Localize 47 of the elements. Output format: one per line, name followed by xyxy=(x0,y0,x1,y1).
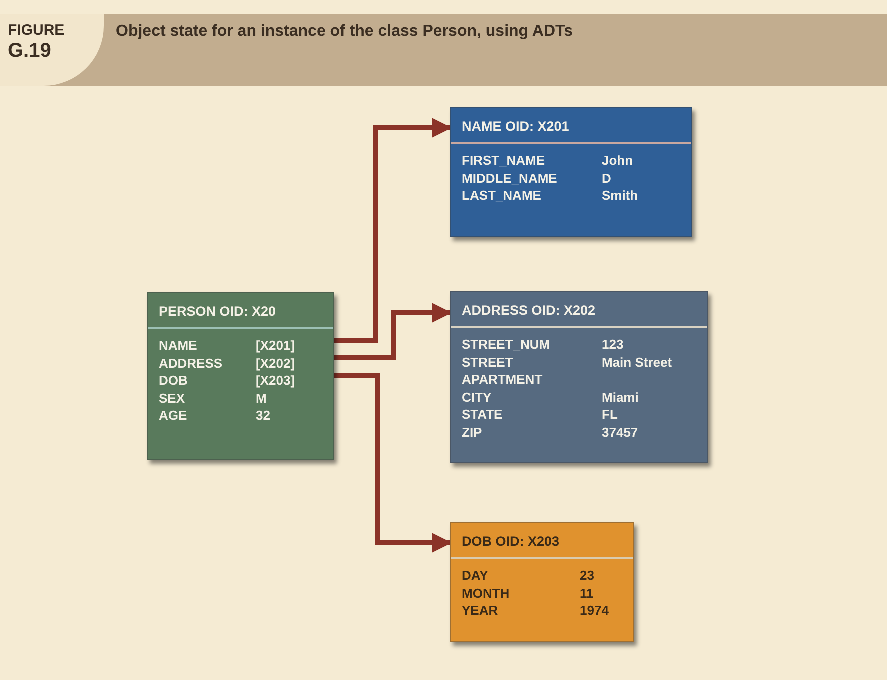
attribute-name: LAST_NAME xyxy=(462,187,542,205)
attribute-name: CITY xyxy=(462,388,493,406)
attribute-value: 23 xyxy=(580,567,594,585)
arrow xyxy=(334,374,452,553)
attribute-value: [X203] xyxy=(256,372,296,390)
attribute-value: John xyxy=(602,152,634,170)
attribute-value: M xyxy=(256,390,267,408)
attribute-value: 11 xyxy=(580,584,594,602)
attribute-name: SEX xyxy=(159,390,186,408)
attribute-name: FIRST_NAME xyxy=(462,152,546,170)
attribute-name: ADDRESS xyxy=(159,354,224,372)
attribute-value: 32 xyxy=(256,407,270,425)
arrow xyxy=(334,303,452,360)
box-header: ADDRESS OID: X202 xyxy=(461,302,597,320)
attribute-name: YEAR xyxy=(462,602,500,620)
attribute-value: D xyxy=(602,170,612,188)
attribute-name: MONTH xyxy=(462,584,511,602)
box-header: PERSON OID: X20 xyxy=(158,303,278,321)
attribute-name: APARTMENT xyxy=(462,371,544,389)
attribute-value: [X201] xyxy=(256,337,296,355)
attribute-value: FL xyxy=(602,406,618,424)
figure-label: FIGURE xyxy=(8,21,65,41)
attribute-name: DAY xyxy=(462,567,490,585)
figure-number: G.19 xyxy=(8,39,52,64)
attribute-value: Main Street xyxy=(602,354,672,372)
box-header: DOB OID: X203 xyxy=(461,533,561,551)
attribute-name: ZIP xyxy=(462,424,484,442)
box-header: NAME OID: X201 xyxy=(461,118,570,136)
attribute-name: STREET_NUM xyxy=(462,336,552,354)
object-box xyxy=(147,292,334,460)
figure-title: Object state for an instance of the class Person, using ADTs xyxy=(116,22,573,42)
arrow xyxy=(334,118,452,344)
attribute-name: STATE xyxy=(462,406,504,424)
attribute-name: NAME xyxy=(159,337,198,355)
attribute-name: STREET xyxy=(462,354,514,372)
object-box xyxy=(450,291,708,463)
object-box xyxy=(450,107,692,237)
attribute-value: 37457 xyxy=(602,424,638,442)
attribute-value: Miami xyxy=(602,388,639,406)
attribute-name: AGE xyxy=(159,407,188,425)
attribute-name: MIDDLE_NAME xyxy=(462,170,558,188)
attribute-value: [X202] xyxy=(256,354,296,372)
attribute-value: 1974 xyxy=(580,602,609,620)
attribute-name: DOB xyxy=(159,372,189,390)
attribute-value: Smith xyxy=(602,187,638,205)
object-box xyxy=(450,522,634,642)
attribute-value: 123 xyxy=(602,336,624,354)
